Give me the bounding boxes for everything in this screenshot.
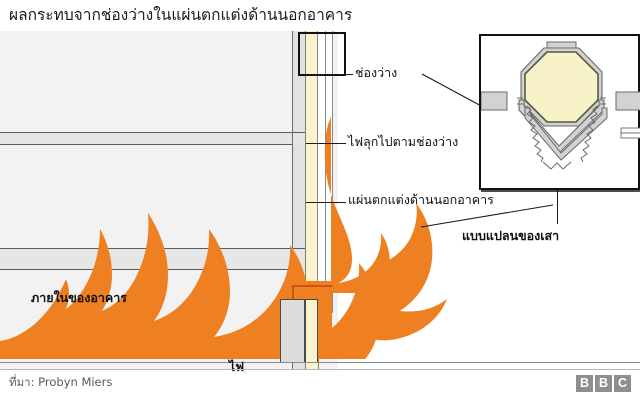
leader-tick-column-plan <box>557 190 559 224</box>
bbc-logo-letter-3: C <box>614 375 631 392</box>
ground-line <box>0 362 640 363</box>
page-title: ผลกระทบจากช่องว่างในแผ่นตกแต่งด้านนอกอาค… <box>9 6 353 24</box>
footer-divider <box>0 369 640 370</box>
bbc-logo-letter-1: B <box>576 375 593 392</box>
bbc-logo: B B C <box>576 375 631 392</box>
diagram-canvas: ช่องว่าง ไฟลุกไปตามช่องว่าง แผ่นตกแต่งด้… <box>0 31 640 374</box>
label-column-plan: แบบแปลนของเสา <box>462 228 560 243</box>
column-plan-frame <box>479 34 640 192</box>
base-column-grey <box>280 299 305 363</box>
bbc-logo-letter-2: B <box>595 375 612 392</box>
leader-line-fire-spread <box>306 143 346 145</box>
leader-line-gap <box>309 74 353 76</box>
label-cladding-panel: แผ่นตกแต่งด้านนอกอาคาร <box>348 192 494 207</box>
label-gap: ช่องว่าง <box>355 65 398 80</box>
label-building-interior: ภายในของอาคาร <box>31 290 128 305</box>
column-plan-drawing <box>481 41 640 192</box>
floor-slab-upper <box>0 132 322 145</box>
label-fire: ไฟ <box>229 359 245 374</box>
label-fire-spread: ไฟลุกไปตามช่องว่าง <box>348 134 459 149</box>
base-column-section <box>280 299 318 363</box>
leader-line-cladding-panel <box>306 202 346 204</box>
source-credit: ที่มา: Probyn Miers <box>9 375 113 389</box>
